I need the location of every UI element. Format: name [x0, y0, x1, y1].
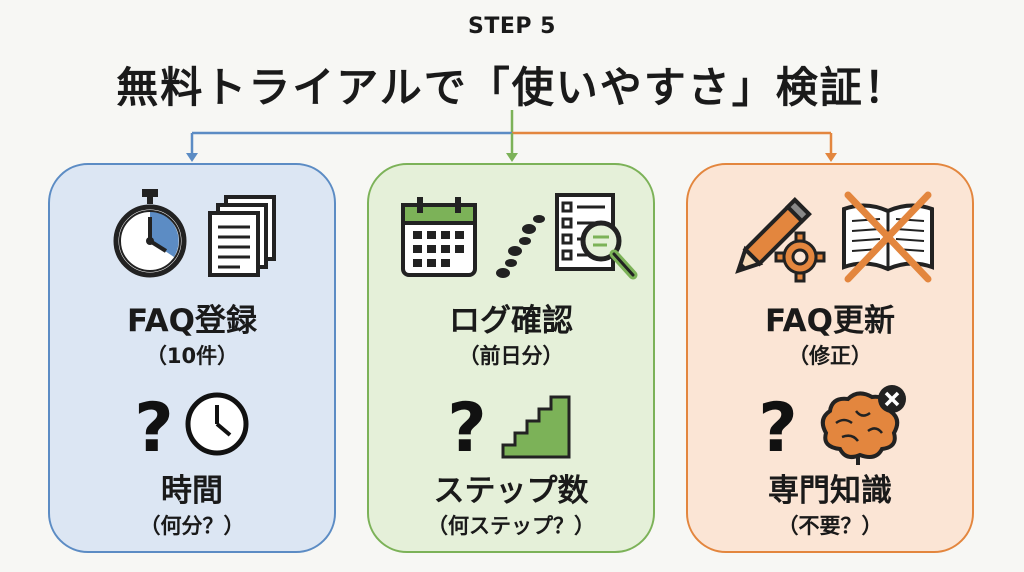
metric-sublabel: （何ステップ？）: [427, 514, 595, 538]
stairs-icon: [501, 395, 571, 459]
calendar-icon: [401, 197, 477, 277]
metric-label: ステップ数: [433, 473, 589, 509]
card-label: ログ確認: [449, 303, 573, 339]
card-sublabel: （修正）: [788, 344, 872, 368]
card-faq-register: FAQ登録 （10件） ? 時間 （何分？）: [48, 163, 336, 553]
brain-x-icon: [820, 385, 906, 465]
card-faq-update: FAQ更新 （修正） ? 専門知識 （不要？）: [686, 163, 974, 553]
card-sublabel: （10件）: [145, 344, 239, 368]
card-log-check: ログ確認 （前日分） ? ステップ数 （何ステップ？）: [367, 163, 655, 553]
svg-text:?: ?: [758, 391, 797, 461]
checklist-magnifier-icon: [555, 193, 638, 280]
crossed-book-icon: [842, 191, 934, 283]
metric-sublabel: （何分？）: [139, 514, 245, 538]
svg-text:?: ?: [134, 391, 173, 461]
stopwatch-icon: [113, 189, 187, 278]
pencil-gear-icon: [735, 197, 826, 283]
card-label: FAQ更新: [765, 303, 895, 339]
question-mark-icon: ?: [447, 391, 486, 461]
step-label: STEP 5: [468, 14, 556, 39]
question-mark-icon: ?: [758, 391, 797, 461]
metric-sublabel: （不要？）: [777, 514, 883, 538]
metric-label: 時間: [161, 473, 223, 509]
documents-icon: [208, 195, 276, 277]
card-sublabel: （前日分）: [458, 344, 564, 368]
question-mark-icon: ?: [134, 391, 173, 461]
card-label: FAQ登録: [127, 303, 257, 339]
svg-text:?: ?: [447, 391, 486, 461]
clock-icon: [185, 392, 249, 456]
metric-label: 専門知識: [768, 473, 892, 509]
page-title: 無料トライアルで「使いやすさ」検証！: [116, 63, 908, 112]
footprints-icon: [496, 215, 545, 278]
